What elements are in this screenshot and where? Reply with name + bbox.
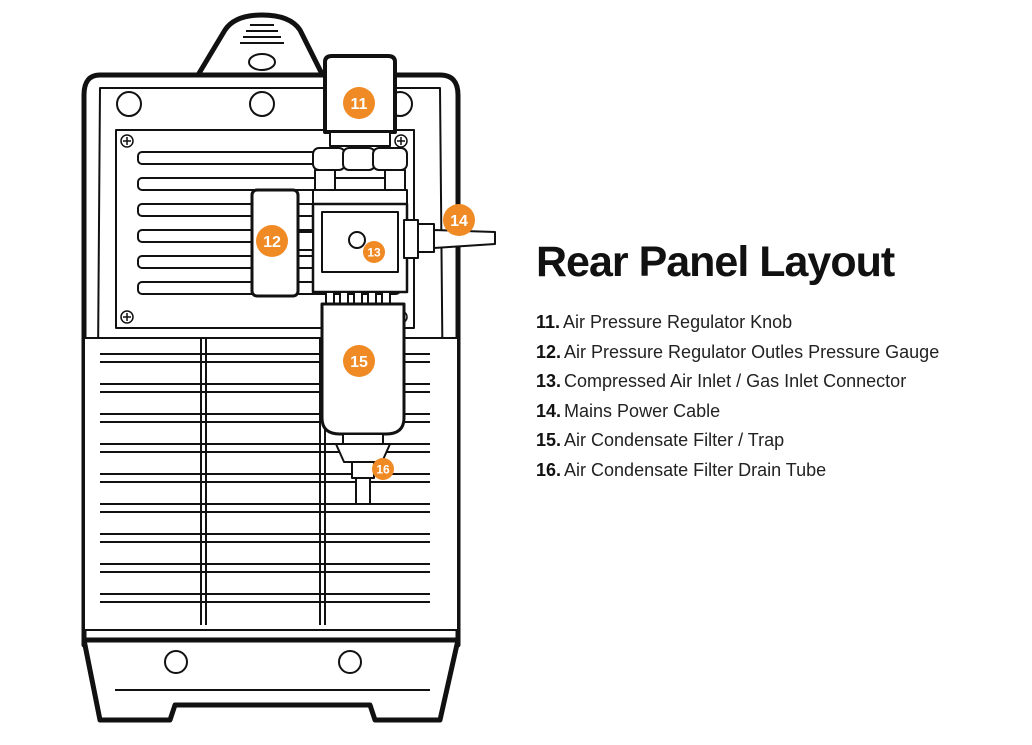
legend-number: 16. [536,459,562,480]
regulator-side-port-right [403,219,419,259]
air-inlet-port [348,231,366,249]
legend-label: Compressed Air Inlet / Gas Inlet Connect… [564,371,907,392]
regulator-inner-block [321,211,399,273]
callout-12-label: 12 [263,234,281,251]
callout-16-label: 16 [376,463,390,477]
top-hole-center [249,91,275,117]
lower-vent-dividers [200,338,326,625]
callout-15-label: 15 [350,354,368,371]
legend-item-14: 14.Mains Power Cable [536,397,1016,427]
drain-tube [335,433,391,505]
carry-handle [192,12,328,83]
legend-number: 12. [536,341,562,362]
page-title: Rear Panel Layout [536,238,895,286]
legend-item-11: 11.Air Pressure Regulator Knob [536,308,1016,338]
callout-16-badge [372,458,394,480]
legend-number: 13. [536,371,562,392]
callout-15: 15 [343,345,375,377]
handle-hole [248,53,276,71]
callout-16: 16 [372,458,394,480]
base-screw-left [164,650,188,674]
legend-label: Air Pressure Regulator Knob [563,312,793,332]
callout-11: 11 [343,87,375,119]
regulator-side-port-left [297,231,314,251]
regulator-nuts [312,147,408,171]
legend-list: 11.Air Pressure Regulator Knob 12.Air Pr… [536,308,1016,486]
callout-13: 13 [363,241,385,263]
callout-13-badge [363,241,385,263]
legend-number: 11. [536,312,561,332]
legend-number: 14. [536,400,562,421]
legend-item-12: 12.Air Pressure Regulator Outles Pressur… [536,338,1016,368]
legend-label: Mains Power Cable [564,400,721,421]
callout-12: 12 [256,225,288,257]
regulator-collar [329,131,391,147]
legend: Rear Panel Layout 11.Air Pressure Regula… [536,236,1016,486]
callout-11-badge [343,87,375,119]
callout-13-label: 13 [367,246,381,260]
legend-item-13: 13.Compressed Air Inlet / Gas Inlet Conn… [536,367,1016,397]
legend-number: 15. [536,430,562,451]
top-hole-left [116,91,142,117]
legend-label: Air Condensate Filter Drain Tube [564,459,827,480]
handle-grip-lines [240,24,284,44]
legend-item-15: 15.Air Condensate Filter / Trap [536,426,1016,456]
unit-base [81,637,461,723]
callout-12-badge [256,225,288,257]
legend-label: Air Pressure Regulator Outles Pressure G… [564,341,940,362]
callout-14: 14 [443,204,475,236]
legend-label: Air Condensate Filter / Trap [564,430,785,451]
callout-11-label: 11 [351,96,368,113]
callout-14-badge [443,204,475,236]
callout-15-badge [343,345,375,377]
base-screw-right [338,650,362,674]
callout-14-label: 14 [450,213,468,230]
legend-item-16: 16.Air Condensate Filter Drain Tube [536,456,1016,486]
